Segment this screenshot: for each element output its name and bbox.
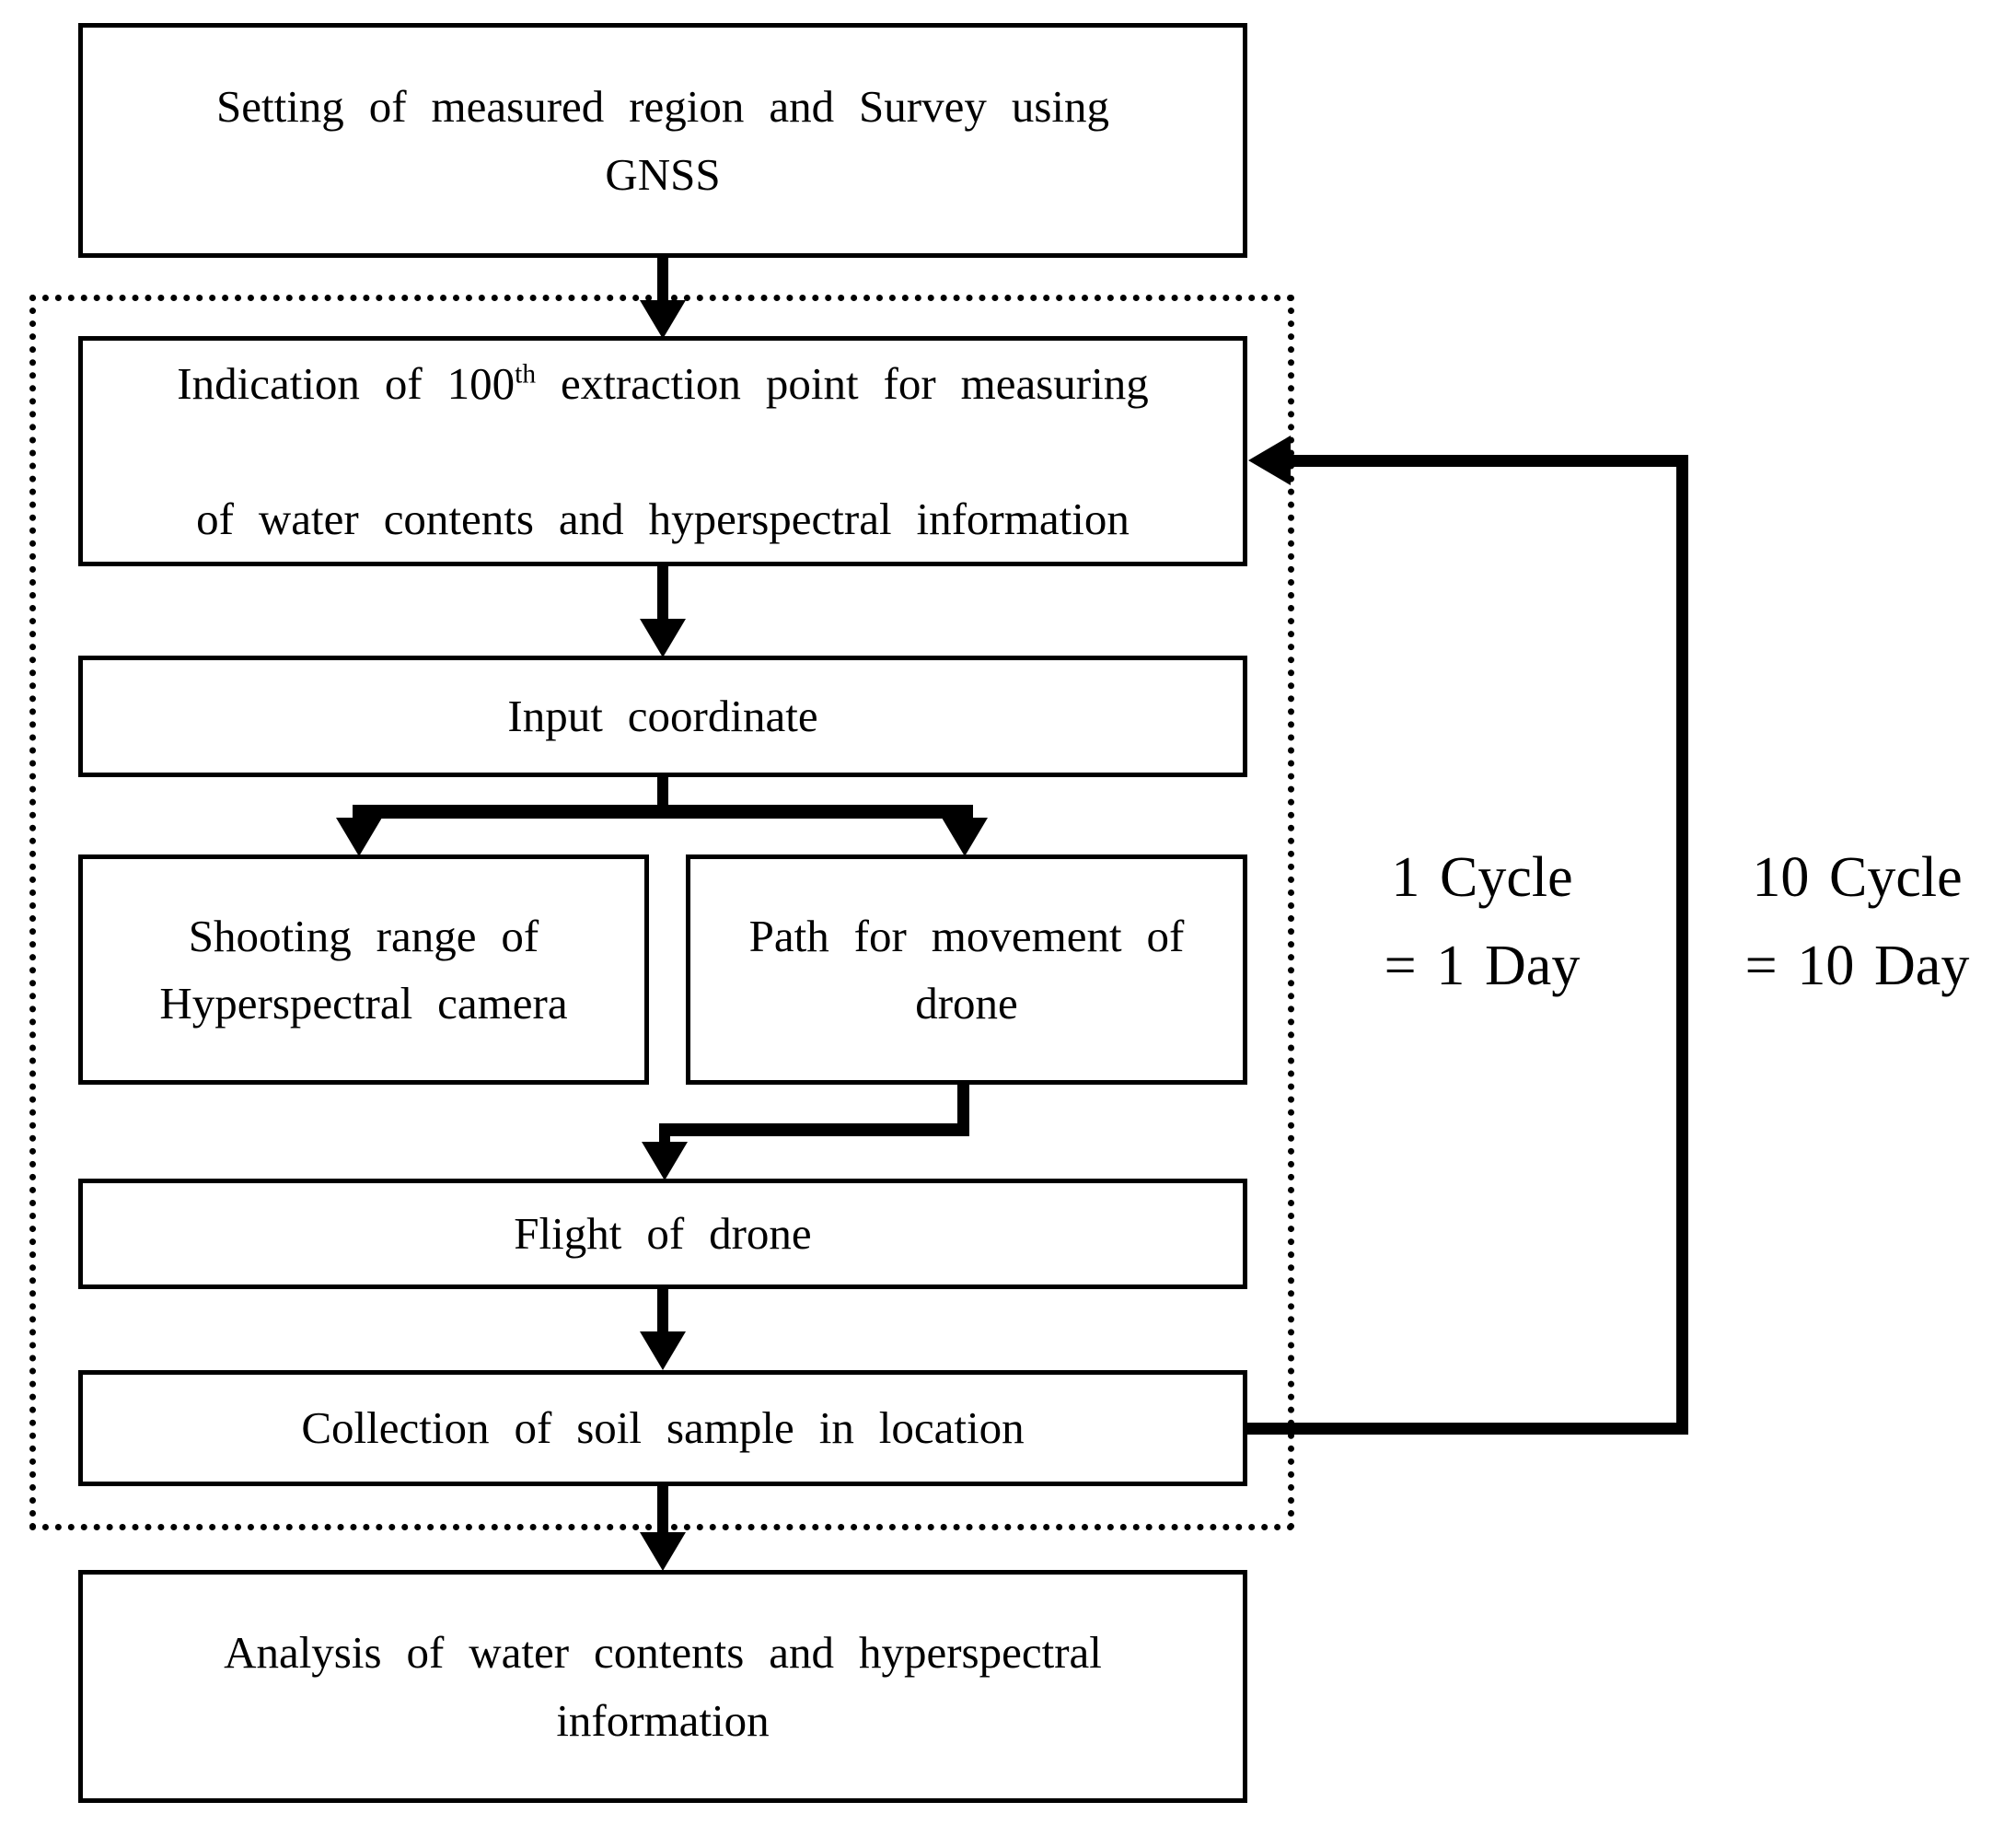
cycle10-label: 10 Cycle = 10 Day (1744, 846, 1970, 998)
feedback-top-line (1288, 455, 1688, 467)
feedback-arrowhead (1248, 436, 1291, 485)
arrow-flight-collection-stem (657, 1287, 668, 1337)
shooting-text: Shooting range of Hyperspectral camera (159, 910, 568, 1029)
arrow-collection-analysis-head (640, 1532, 686, 1571)
branch-bar (353, 805, 973, 819)
arrow-collection-analysis-stem (657, 1484, 668, 1538)
setting-box: Setting of measured region and Survey us… (78, 23, 1247, 258)
indication-text: Indication of 100th extraction point for… (169, 282, 1155, 621)
feedback-vertical-line (1676, 455, 1688, 1435)
cycle1-label: 1 Cycle = 1 Day (1384, 846, 1581, 998)
flight-box: Flight of drone (78, 1179, 1247, 1289)
setting-text: Setting of measured region and Survey us… (215, 81, 1110, 200)
shooting-box: Shooting range of Hyperspectral camera (78, 854, 649, 1085)
feedback-bottom-line (1246, 1423, 1688, 1435)
flight-text: Flight of drone (514, 1208, 812, 1260)
elbow-vstem (957, 1083, 969, 1136)
collection-box: Collection of soil sample in location (78, 1370, 1247, 1486)
path-box: Path for movement of drone (686, 854, 1247, 1085)
branch-head-right (942, 818, 988, 856)
collection-text: Collection of soil sample in location (301, 1402, 1025, 1454)
input-box: Input coordinate (78, 656, 1247, 777)
path-text: Path for movement of drone (748, 910, 1185, 1029)
indication-line2: of water contents and hyperspectral info… (196, 493, 1130, 544)
arrow-indication-input-head (640, 619, 686, 657)
arrow-setting-indication-stem (657, 256, 668, 306)
input-text: Input coordinate (507, 691, 818, 742)
analysis-text: Analysis of water contents and hyperspec… (224, 1627, 1102, 1746)
elbow-bar (659, 1123, 969, 1136)
arrow-indication-input-stem (657, 564, 668, 624)
indication-line1: Indication of 100th extraction point for… (177, 357, 1149, 409)
arrow-flight-collection-head (640, 1331, 686, 1370)
branch-head-left (336, 818, 382, 856)
arrow-setting-indication-head (640, 300, 686, 339)
indication-box: Indication of 100th extraction point for… (78, 336, 1247, 566)
elbow-head (642, 1142, 688, 1180)
analysis-box: Analysis of water contents and hyperspec… (78, 1570, 1247, 1803)
branch-stem (657, 774, 668, 811)
